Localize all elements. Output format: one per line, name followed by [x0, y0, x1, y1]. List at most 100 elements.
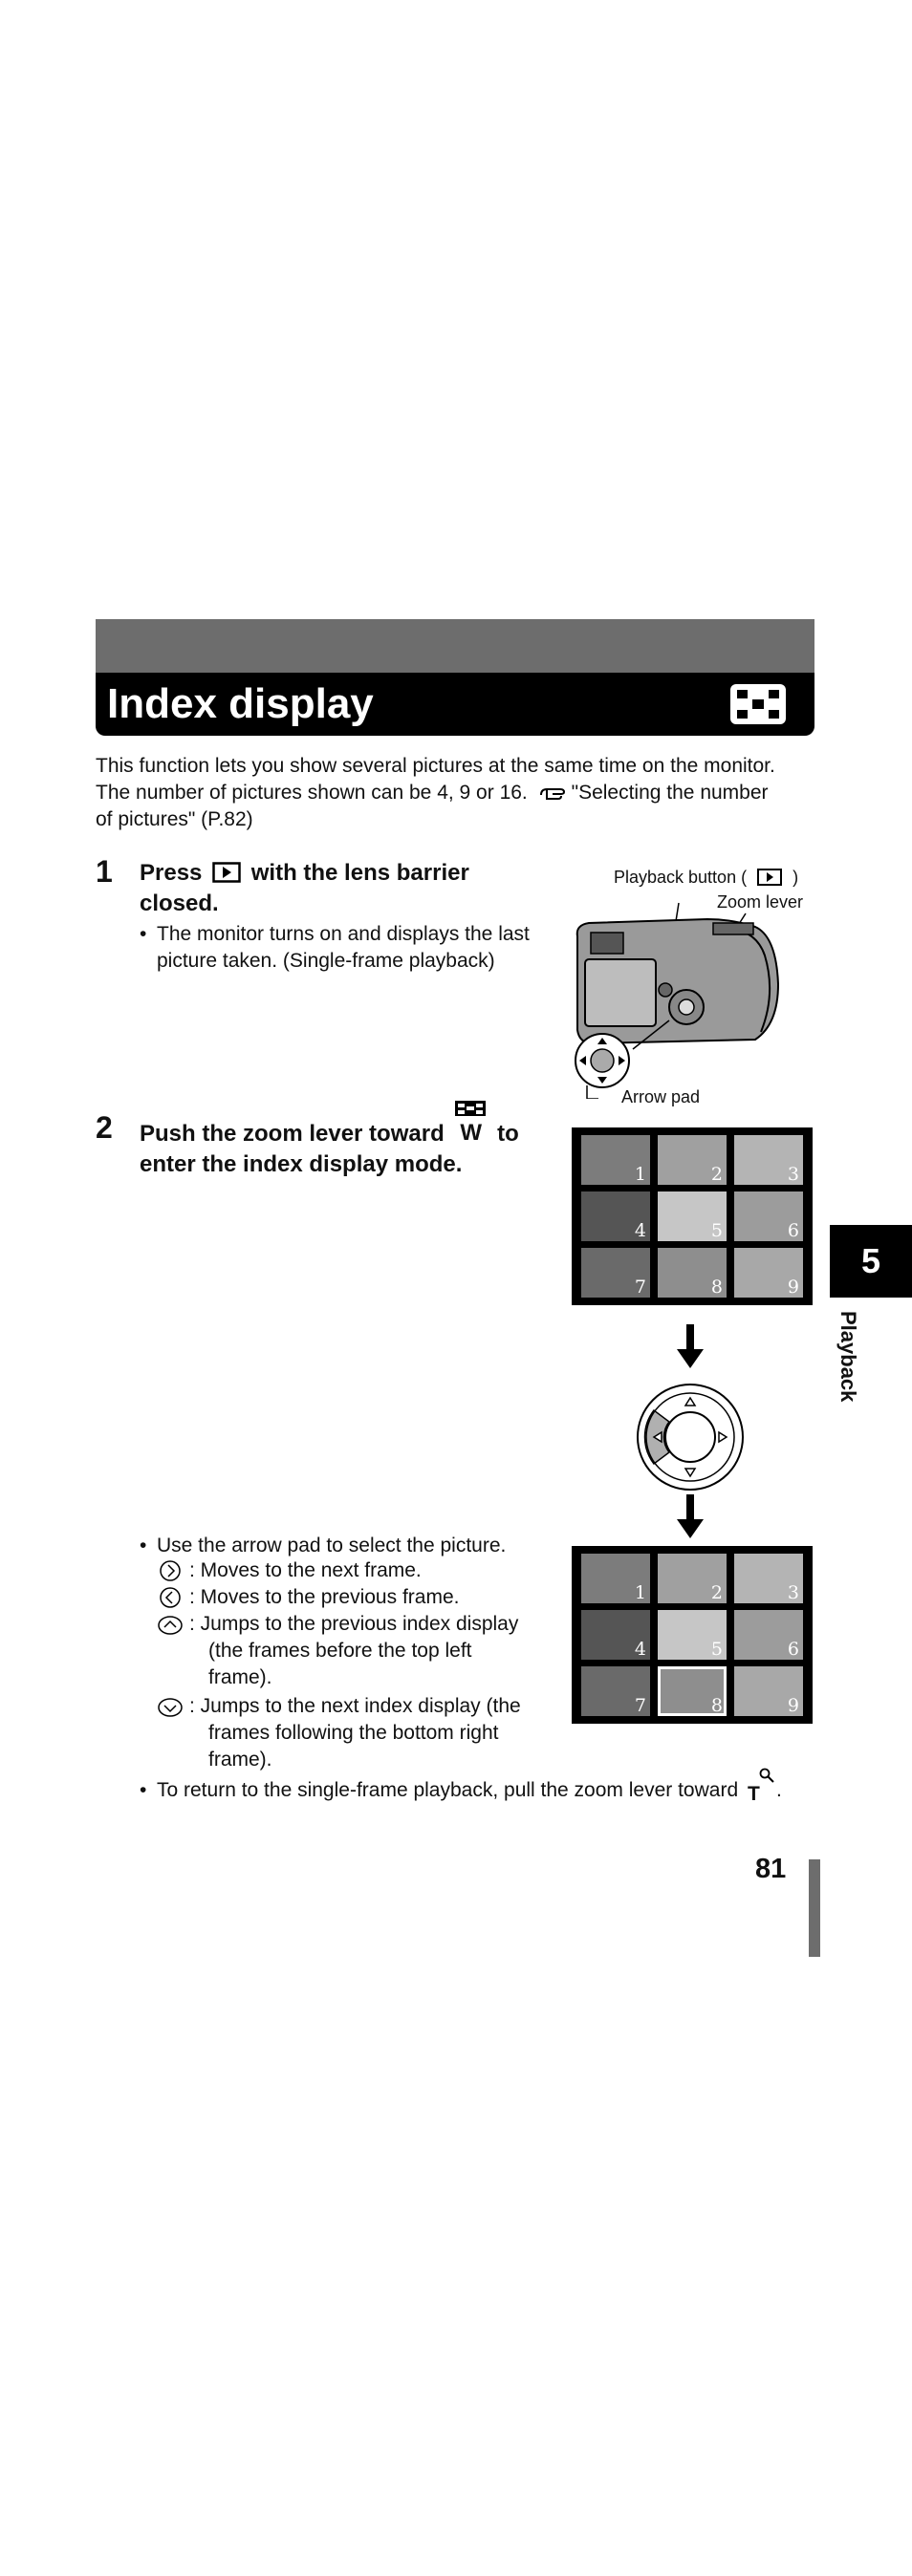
step-1-number: 1: [96, 854, 113, 889]
thumb-number: 7: [634, 1695, 646, 1716]
bullet-dot: •: [140, 923, 147, 945]
bullet-text: frame).: [208, 1749, 272, 1771]
thumbnail: 3: [734, 1135, 803, 1185]
thumbnail: 5: [658, 1191, 727, 1241]
page-title: Index display: [107, 680, 374, 727]
label-text: Playback button (: [614, 868, 748, 887]
arrow-pad-up-icon: [158, 1616, 183, 1635]
playback-button-label: Playback button ( ): [614, 868, 798, 888]
header-gray-band: [96, 619, 814, 673]
bullet-next: : Moves to the next frame.: [189, 1559, 422, 1581]
page-marker-bar: [809, 1859, 820, 1957]
reference-hand-icon: [539, 788, 565, 800]
bullet-down: : Jumps to the next index display (the f…: [189, 1693, 521, 1773]
step-2-heading: Push the zoom lever toward W to enter th…: [140, 1101, 560, 1180]
playback-icon: [757, 869, 783, 886]
thumbnail: 1: [581, 1554, 650, 1603]
bullet-prev: : Moves to the previous frame.: [189, 1586, 460, 1608]
step-1-heading: Press with the lens barrier closed.: [140, 858, 541, 919]
bullet-text: : Jumps to the next index display (the: [189, 1695, 521, 1717]
thumb-number: 9: [787, 1277, 799, 1298]
thumb-number: 5: [710, 1639, 723, 1660]
thumb-number: 1: [634, 1164, 646, 1185]
index-display-icon: [730, 684, 786, 724]
arrow-pad-down-icon: [158, 1698, 183, 1717]
thumbnail: 2: [658, 1554, 727, 1603]
thumbnail: 7: [581, 1248, 650, 1298]
chapter-label: Playback: [836, 1311, 860, 1403]
thumbnail: 8: [658, 1248, 727, 1298]
bullet-text: frame).: [208, 1666, 272, 1688]
step-2-heading-line2: enter the index display mode.: [140, 1151, 463, 1177]
thumbnail: 7: [581, 1666, 650, 1716]
step-1-heading-text: with the lens barrier: [250, 860, 469, 886]
intro-paragraph: This function lets you show several pict…: [96, 753, 814, 833]
thumb-number: 4: [634, 1220, 646, 1241]
reference-text: "Selecting the number: [571, 782, 769, 804]
camera-illustration: [575, 902, 780, 1099]
zoom-lever-label: Zoom lever: [717, 892, 804, 912]
magnifier-icon: [759, 1768, 774, 1783]
t-label: T: [747, 1783, 760, 1805]
intro-line: This function lets you show several pict…: [96, 755, 775, 777]
step-1-heading-text: Press: [140, 860, 203, 886]
thumb-number: 2: [710, 1582, 723, 1603]
bullet-dot: •: [140, 1535, 147, 1556]
index-grid-icon: [455, 1101, 487, 1116]
thumbnail: 9: [734, 1666, 803, 1716]
thumb-number: 8: [710, 1695, 723, 1716]
bullet-text: (the frames before the top left: [208, 1640, 472, 1662]
thumb-number: 3: [787, 1582, 799, 1603]
bullet-text: : Jumps to the previous index display: [189, 1613, 519, 1635]
step-2-heading-text: to: [497, 1121, 519, 1147]
arrow-down-icon: [677, 1324, 704, 1368]
bullet-text: To return to the single-frame playback, …: [157, 1779, 739, 1801]
arrow-pad-illustration: [637, 1384, 744, 1491]
thumb-number: 8: [710, 1277, 723, 1298]
arrow-down-icon: [677, 1494, 704, 1538]
step-1-bullet: • The monitor turns on and displays the …: [140, 921, 560, 975]
w-label: W: [460, 1120, 483, 1146]
thumbnail: 6: [734, 1191, 803, 1241]
intro-line: The number of pictures shown can be 4, 9…: [96, 780, 814, 806]
thumb-number: 4: [634, 1639, 646, 1660]
thumbnail: 4: [581, 1610, 650, 1660]
thumb-number: 9: [787, 1695, 799, 1716]
arrow-pad-left-icon: [160, 1587, 181, 1608]
step-2-heading-text: Push the zoom lever toward: [140, 1121, 445, 1147]
thumbnail: 5: [658, 1610, 727, 1660]
thumb-number: 1: [634, 1582, 646, 1603]
arrow-pad-right-icon: [160, 1560, 181, 1581]
step-2-number: 2: [96, 1110, 113, 1145]
bullet-text: Use the arrow pad to select the picture.: [157, 1535, 507, 1556]
label-text: ): [793, 868, 799, 887]
bullet-text: picture taken. (Single-frame playback): [157, 950, 495, 972]
thumb-number: 2: [710, 1164, 723, 1185]
bullet-dot: •: [140, 1779, 147, 1801]
bullet-select: • Use the arrow pad to select the picture…: [140, 1533, 506, 1559]
intro-text: The number of pictures shown can be 4, 9…: [96, 782, 528, 804]
thumbnail-selected: 8: [658, 1666, 727, 1716]
thumbnail: 3: [734, 1554, 803, 1603]
tele-zoom-symbol: T: [748, 1768, 776, 1805]
chapter-label-wrap: Playback: [834, 1311, 862, 1416]
bullet-return: • To return to the single-frame playback,…: [140, 1768, 828, 1805]
arrow-pad-label: Arrow pad: [621, 1087, 701, 1106]
index-grid-after: 1 2 3 4 5 6 7 8 9: [572, 1546, 813, 1724]
thumb-number: 6: [787, 1639, 799, 1660]
wide-zoom-symbol: W: [454, 1101, 487, 1146]
thumb-number: 6: [787, 1220, 799, 1241]
bullet-text: The monitor turns on and displays the la…: [157, 923, 530, 945]
chapter-number: 5: [860, 1241, 881, 1280]
thumb-number: 7: [634, 1277, 646, 1298]
page-number: 81: [755, 1854, 787, 1884]
playback-icon: [212, 862, 241, 883]
bullet-item: • The monitor turns on and displays the …: [140, 921, 560, 948]
thumbnail: 6: [734, 1610, 803, 1660]
thumbnail: 4: [581, 1191, 650, 1241]
title-bar: Index display: [96, 673, 814, 736]
bullet-up: : Jumps to the previous index display (t…: [189, 1611, 518, 1691]
thumbnail: 2: [658, 1135, 727, 1185]
period: .: [775, 1779, 782, 1801]
thumb-number: 5: [710, 1220, 723, 1241]
